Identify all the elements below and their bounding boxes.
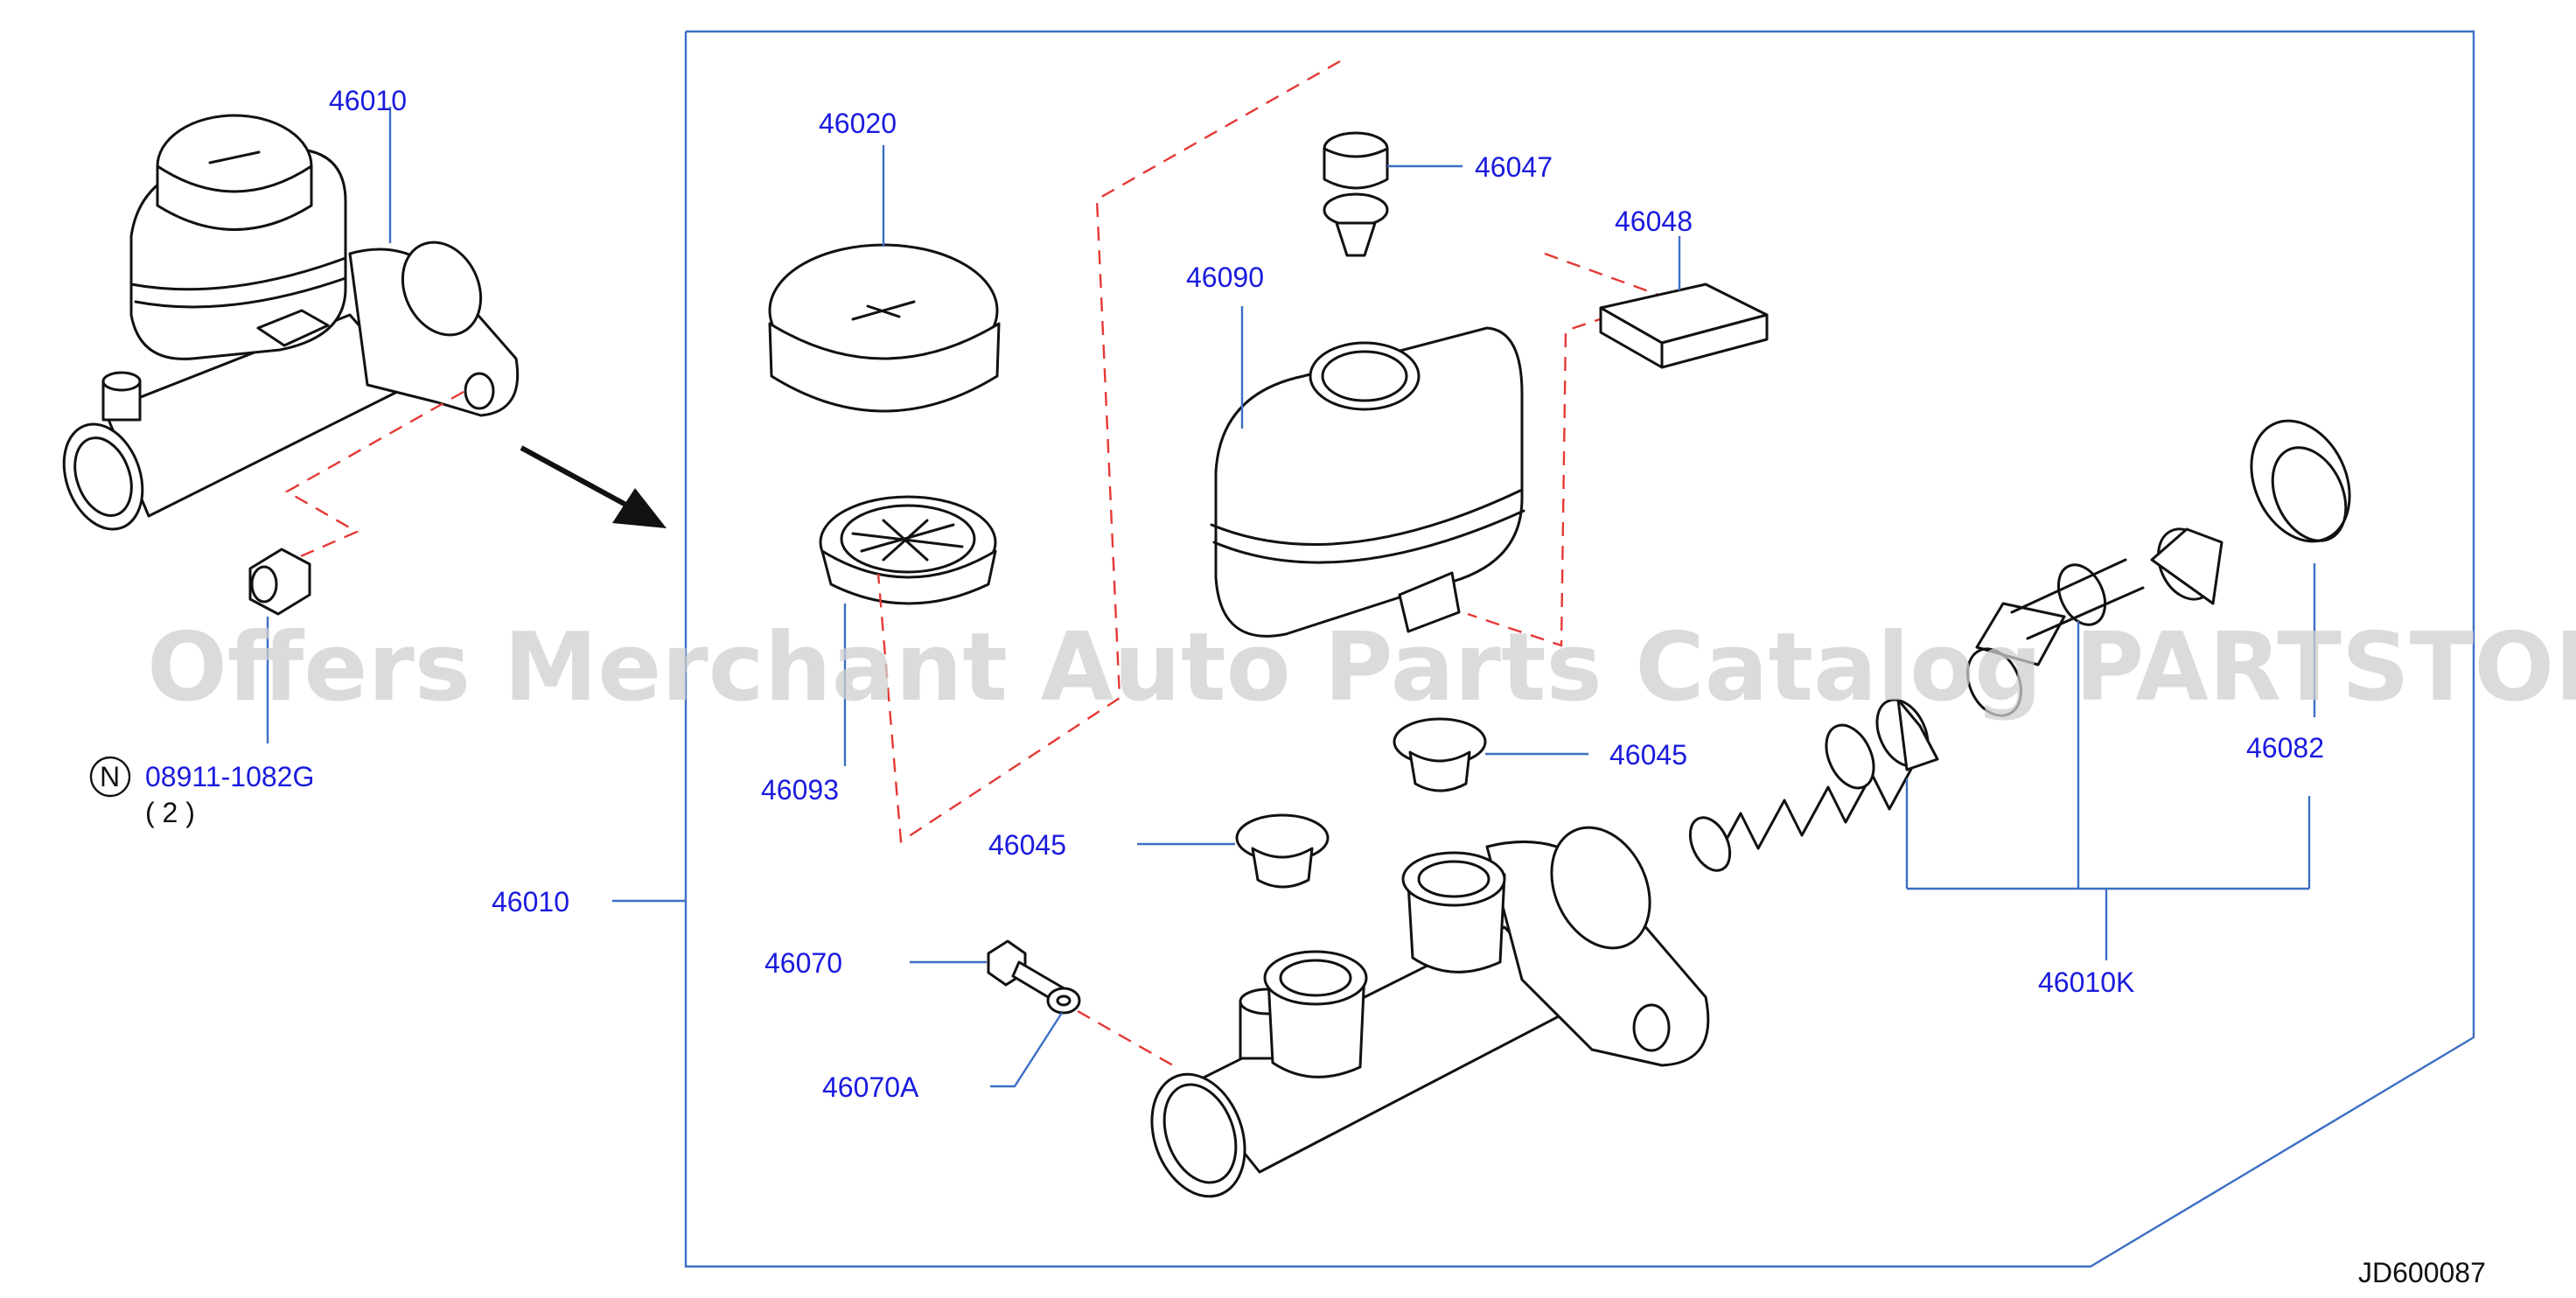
label-nut-code: N — [100, 761, 120, 792]
direction-arrow — [520, 445, 667, 528]
nut-part[interactable] — [248, 548, 311, 616]
label-grommet-lower[interactable]: 46045 — [988, 829, 1066, 861]
label-connector[interactable]: 46048 — [1615, 206, 1693, 237]
reservoir-tank[interactable] — [1210, 326, 1525, 638]
label-bolt[interactable]: 46070 — [764, 947, 842, 979]
label-cap-bolt[interactable]: 46047 — [1475, 151, 1553, 183]
watermark: Offers Merchant Auto Parts Catalog PARTS… — [147, 613, 2576, 722]
assembled-master-cylinder[interactable] — [50, 114, 520, 541]
label-nut-qty: ( 2 ) — [145, 797, 195, 828]
exploded-view-frame — [684, 30, 2475, 1268]
label-strainer[interactable]: 46093 — [761, 774, 839, 806]
cap-bolt[interactable] — [1323, 131, 1389, 257]
label-top-left-assembly[interactable]: 46010 — [329, 85, 407, 116]
label-nut[interactable]: 08911-1082G — [145, 761, 314, 792]
master-cylinder-body[interactable] — [1135, 812, 1710, 1210]
grommet-lower[interactable] — [1235, 813, 1330, 889]
leader-washer — [990, 1012, 1064, 1088]
label-cap[interactable]: 46020 — [819, 108, 897, 139]
n-code-circle — [89, 756, 131, 798]
reservoir-cap[interactable] — [768, 243, 1001, 413]
label-reservoir[interactable]: 46090 — [1186, 262, 1264, 293]
grommet-upper[interactable] — [1393, 717, 1487, 792]
diagram-id: JD600087 — [2358, 1257, 2486, 1288]
label-washer[interactable]: 46070A — [822, 1071, 919, 1103]
label-repair-kit[interactable]: 46010K — [2038, 967, 2134, 998]
label-grommet-upper[interactable]: 46045 — [1609, 739, 1687, 771]
label-seal-ring[interactable]: 46082 — [2246, 732, 2324, 764]
label-main-assembly[interactable]: 46010 — [492, 886, 569, 918]
wire-connector[interactable] — [1599, 283, 1769, 369]
dashed-link-washer — [1077, 1009, 1180, 1071]
washer[interactable] — [1046, 987, 1081, 1015]
reservoir-strainer[interactable] — [819, 495, 997, 605]
dashed-link-assembly-nut — [284, 390, 464, 563]
piston-spring-kit[interactable] — [1682, 520, 2226, 876]
seal-ring[interactable] — [2232, 405, 2368, 557]
